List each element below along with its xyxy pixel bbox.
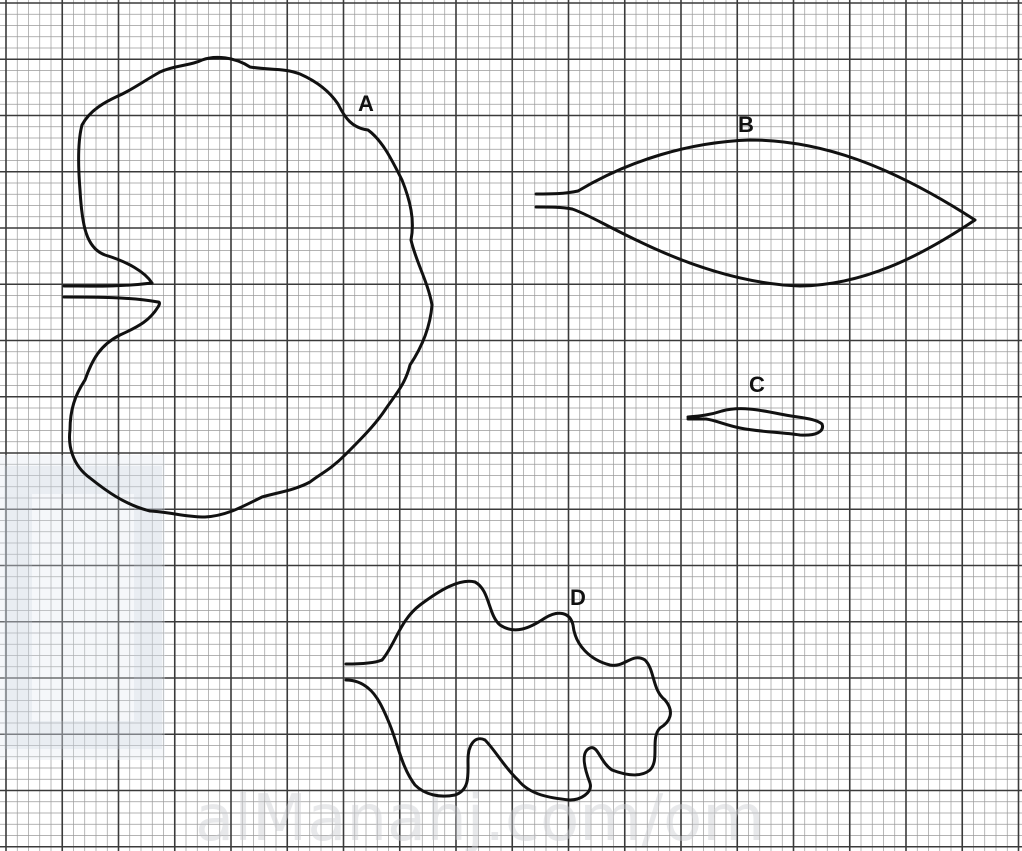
watermark-logo <box>0 455 165 760</box>
leaf-c-blade <box>688 409 823 435</box>
leaf-a-label: A <box>358 91 374 116</box>
leaf-b-label: B <box>738 112 754 137</box>
leaf-d: D <box>346 581 670 800</box>
leaf-c-label: C <box>749 372 765 397</box>
leaf-a-blade <box>70 57 432 517</box>
leaf-d-label: D <box>570 585 586 610</box>
leaf-d-petiole <box>346 660 382 688</box>
watermark-text: alManahj.com/om <box>195 782 765 851</box>
leaf-b-blade <box>572 140 975 286</box>
leaf-a-petiole <box>64 283 158 302</box>
leaf-c: C <box>688 372 823 435</box>
